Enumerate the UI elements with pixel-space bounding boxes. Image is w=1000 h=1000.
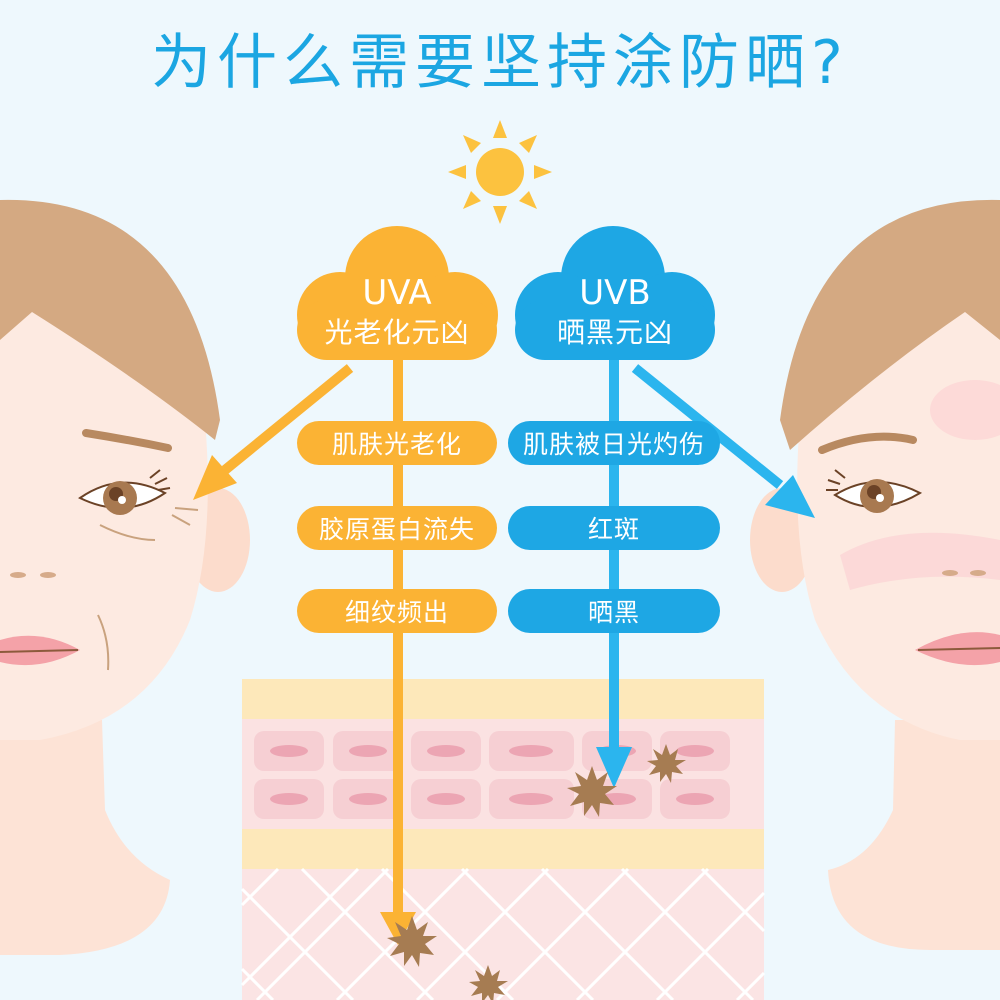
uva-role: 光老化元凶 — [324, 315, 470, 349]
aged-face-illustration — [0, 199, 250, 955]
uva-effect-collagen-loss: 胶原蛋白流失 — [297, 506, 497, 550]
uva-arrow-face — [193, 455, 237, 500]
uvb-effect-erythema: 红斑 — [508, 506, 720, 550]
uvb-role: 晒黑元凶 — [556, 315, 673, 349]
uva-effect-photoaging: 肌肤光老化 — [297, 421, 497, 465]
sunburned-face-illustration — [750, 199, 1000, 950]
uva-cloud-label: UVA 光老化元凶 — [297, 272, 497, 350]
starburst-damage-icon — [387, 744, 686, 1000]
uvb-effect-sunburn: 肌肤被日光灼伤 — [508, 421, 720, 465]
uvb-effect-tanning: 晒黑 — [508, 589, 720, 633]
uvb-name: UVB — [579, 273, 651, 313]
uva-name: UVA — [362, 273, 432, 313]
uva-effect-fine-lines: 细纹频出 — [297, 589, 497, 633]
sun-icon — [448, 120, 552, 224]
uvb-cloud-label: UVB 晒黑元凶 — [515, 272, 715, 350]
uvb-arrow-down — [596, 747, 632, 788]
uvb-arrow-face — [765, 475, 815, 518]
skin-cross-section — [240, 679, 766, 1000]
uvb-cloud — [515, 226, 715, 360]
page-title: 为什么需要坚持涂防晒? — [151, 28, 849, 98]
uva-cloud — [297, 226, 498, 360]
